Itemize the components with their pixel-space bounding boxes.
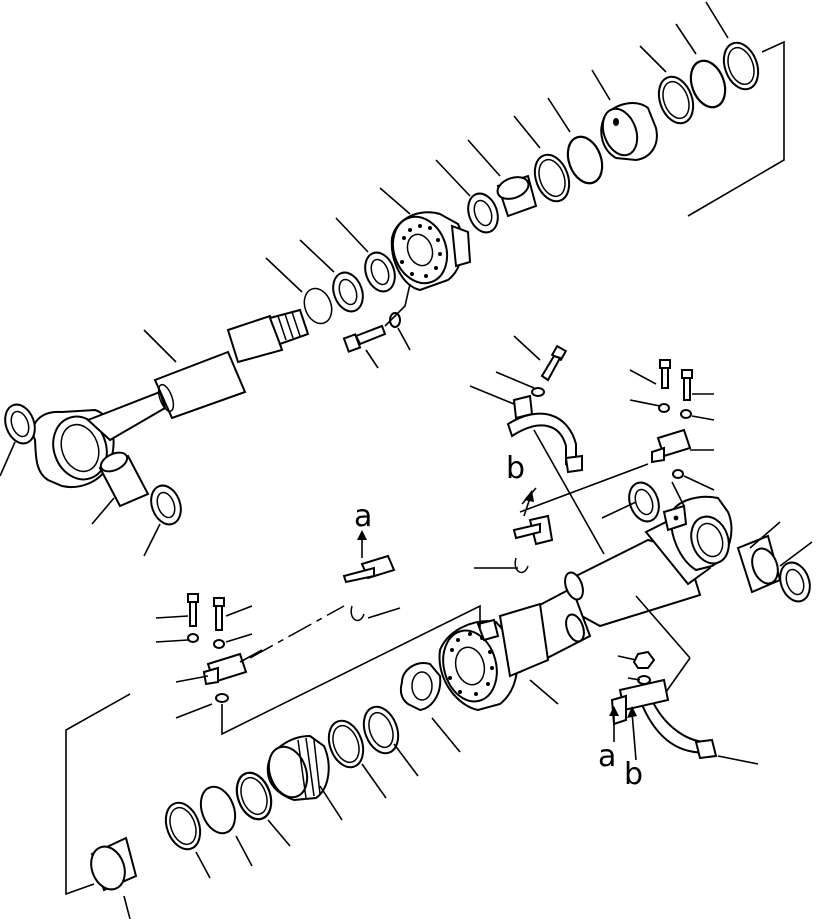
lower-ring-2 <box>199 785 237 835</box>
piston-rod <box>86 308 310 442</box>
rod-seal-2 <box>364 251 396 293</box>
lube-block-right <box>651 428 692 464</box>
head-o-ring-2 <box>566 135 604 185</box>
clamp-bolt-upper <box>540 344 568 382</box>
clamp-washer-upper <box>531 387 545 397</box>
washer-right-1 <box>658 403 670 413</box>
piston-lower <box>266 734 330 802</box>
bolt-left-2 <box>213 597 225 631</box>
detail-a-pipe-block <box>342 554 396 584</box>
piston <box>600 102 658 162</box>
piston-ring-1 <box>657 75 695 125</box>
lower-ring-3 <box>164 801 202 851</box>
o-ring-left <box>215 693 229 703</box>
lube-pipe-left <box>249 605 345 659</box>
head-bolt <box>342 324 387 353</box>
bolt-right-2 <box>681 369 693 401</box>
cylinder-head-upper <box>390 211 472 292</box>
piston-ring-2 <box>689 59 727 109</box>
head-bushing <box>496 174 538 218</box>
lube-pipe-right <box>519 463 649 513</box>
detail-b-clip <box>514 557 529 574</box>
cylinder-head-lower <box>438 602 550 712</box>
detail-b-pipe-block <box>512 514 554 546</box>
snap-ring <box>303 287 333 325</box>
callout-label-b-top: b <box>506 451 525 486</box>
callout-label-a-bottom: a <box>598 739 616 774</box>
rod-end-eye <box>32 408 115 488</box>
detail-a-clip <box>350 605 365 622</box>
callout-label-b-bottom: b <box>624 757 643 792</box>
cylinder-tube <box>498 495 733 674</box>
end-bushing <box>90 836 138 892</box>
rod-seal-1 <box>332 271 364 313</box>
clamp-upper <box>506 394 583 474</box>
lower-seal-2 <box>327 719 365 769</box>
rod-end-bushing-sleeve <box>98 451 150 508</box>
washer-left-1 <box>187 633 199 643</box>
lube-block-left <box>202 652 248 686</box>
lower-ring-1 <box>235 771 273 821</box>
tube-end-bushing <box>736 534 782 594</box>
tube-end-seal <box>779 561 811 603</box>
head-o-ring-1 <box>533 153 571 203</box>
washer-left-2 <box>213 639 225 649</box>
bolt-right-1 <box>659 359 671 389</box>
washer-right-2 <box>680 409 692 419</box>
rod-end-bushing-left <box>4 403 36 445</box>
clamp-lower <box>610 678 718 760</box>
head-seal-ring <box>467 192 499 234</box>
callout-label-a-top: a <box>354 499 372 534</box>
nut-lower <box>632 650 656 669</box>
bolt-left-1 <box>187 593 199 627</box>
piston-ring-3 <box>722 41 760 91</box>
lower-seal-1 <box>362 705 400 755</box>
head-nut <box>399 662 442 712</box>
rod-end-seal-right <box>150 484 182 526</box>
o-ring-right <box>672 469 684 479</box>
tube-eye-seal <box>628 481 660 523</box>
